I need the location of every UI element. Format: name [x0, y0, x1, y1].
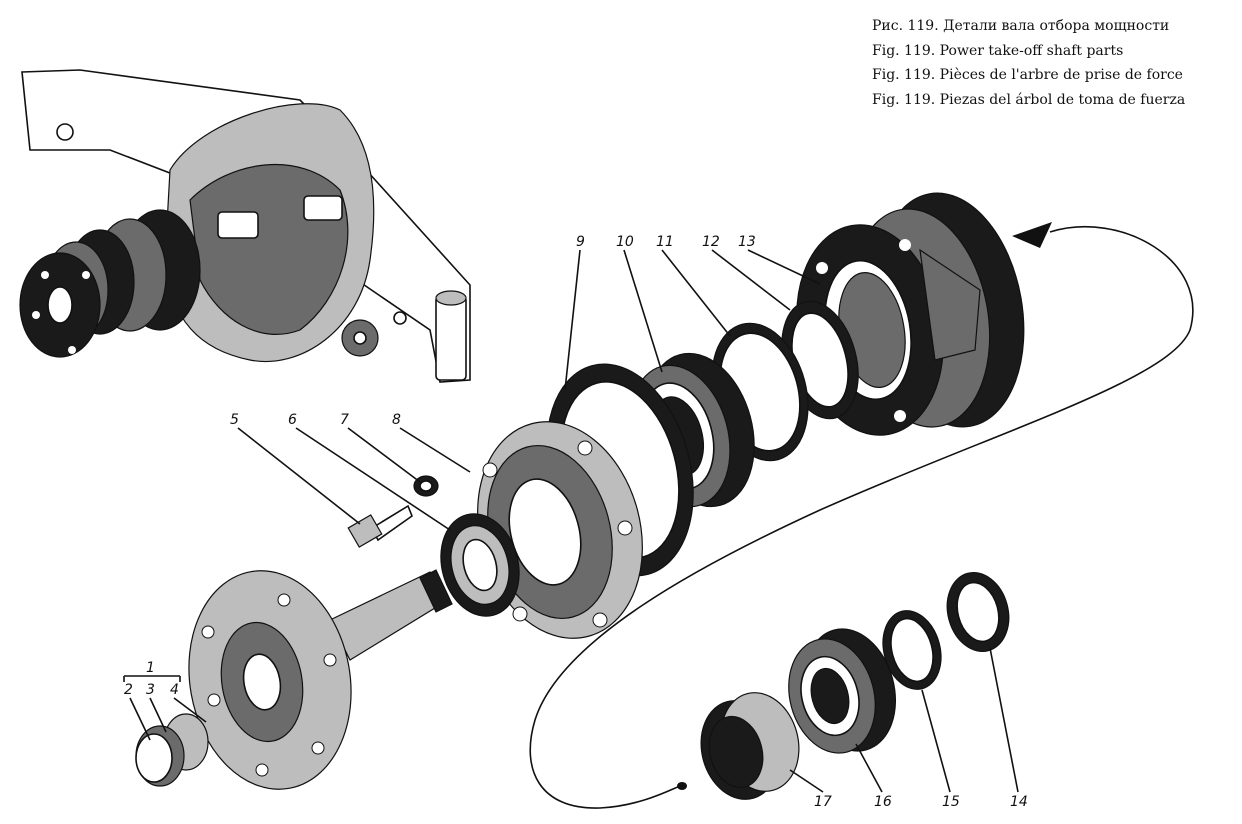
- callout-11: 11: [656, 234, 674, 250]
- callout-12: 12: [702, 234, 720, 250]
- callout-1: 1: [146, 660, 155, 676]
- callout-8: 8: [392, 412, 401, 428]
- figure-caption: Рис. 119. Детали вала отбора мощности Fi…: [872, 14, 1185, 112]
- callout-numbers: 1 2 3 4 5 6 7 8 9 10 11 12 13 14 15 16 1…: [124, 234, 1028, 810]
- gearbox-assembly: [19, 69, 471, 383]
- callout-10: 10: [616, 234, 634, 250]
- part-1-flange-shaft: [188, 569, 453, 790]
- leader-lines: [123, 249, 1019, 793]
- part-5-bolt: [347, 504, 413, 548]
- part-14-nut: [946, 571, 1010, 653]
- callout-5: 5: [230, 412, 239, 428]
- callout-7: 7: [340, 412, 349, 428]
- parts-2-3-4-plug: [135, 713, 209, 787]
- arrow-head-icon: [1012, 222, 1052, 248]
- caption-line-es: Fig. 119. Piezas del árbol de toma de fu…: [872, 91, 1186, 108]
- callout-15: 15: [942, 794, 960, 810]
- callout-2: 2: [124, 682, 133, 698]
- callout-14: 14: [1010, 794, 1028, 810]
- assembly-path: [529, 222, 1194, 809]
- part-8-flange-cover: [470, 421, 643, 639]
- caption-line-fr: Fig. 119. Pièces de l'arbre de prise de …: [872, 67, 1183, 83]
- callout-9: 9: [576, 234, 585, 250]
- callout-4: 4: [170, 682, 179, 698]
- callout-13: 13: [738, 234, 756, 250]
- caption-line-ru: Рис. 119. Детали вала отбора мощности: [872, 18, 1170, 34]
- part-15-tab-washer: [882, 610, 942, 690]
- callout-17: 17: [814, 794, 832, 810]
- caption-line-en: Fig. 119. Power take-off shaft parts: [872, 42, 1124, 59]
- part-16-bearing: [788, 628, 897, 754]
- part-7-lock-washer: [413, 475, 439, 497]
- callout-16: 16: [874, 794, 892, 810]
- part-17-sleeve: [700, 692, 800, 800]
- part-6-oil-seal: [440, 513, 520, 617]
- callout-6: 6: [288, 412, 297, 428]
- callout-3: 3: [146, 682, 155, 698]
